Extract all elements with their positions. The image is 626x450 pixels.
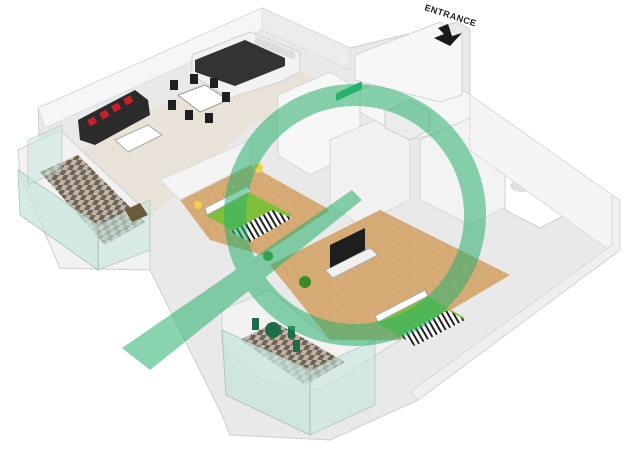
arrow-down-icon — [434, 24, 462, 46]
cushion-icon — [111, 102, 122, 113]
cushion-icon — [123, 95, 134, 106]
cushion-icon — [87, 116, 98, 127]
watermark — [122, 84, 486, 370]
living-room — [37, 7, 351, 215]
chair-icon — [125, 203, 148, 222]
chair-icon — [168, 100, 176, 110]
chair-icon — [190, 74, 198, 84]
chair-icon — [222, 92, 230, 102]
right-walls — [354, 21, 621, 401]
chair-icon — [185, 110, 193, 120]
lamp-icon — [194, 201, 202, 209]
chair-icon — [293, 340, 300, 352]
plant-icon — [299, 276, 311, 288]
coffee-table — [114, 124, 163, 153]
dining-table — [168, 74, 230, 123]
outdoor-table — [252, 318, 300, 352]
bottom-balcony — [221, 289, 402, 436]
kitchen-counter — [191, 31, 301, 99]
chair-icon — [210, 78, 218, 88]
cushion-icon — [99, 109, 110, 120]
sofa — [78, 90, 150, 145]
left-balcony — [17, 124, 151, 271]
chair-icon — [170, 80, 178, 90]
chair-icon — [288, 326, 295, 338]
chair-icon — [252, 318, 259, 330]
chair-icon — [205, 113, 213, 123]
